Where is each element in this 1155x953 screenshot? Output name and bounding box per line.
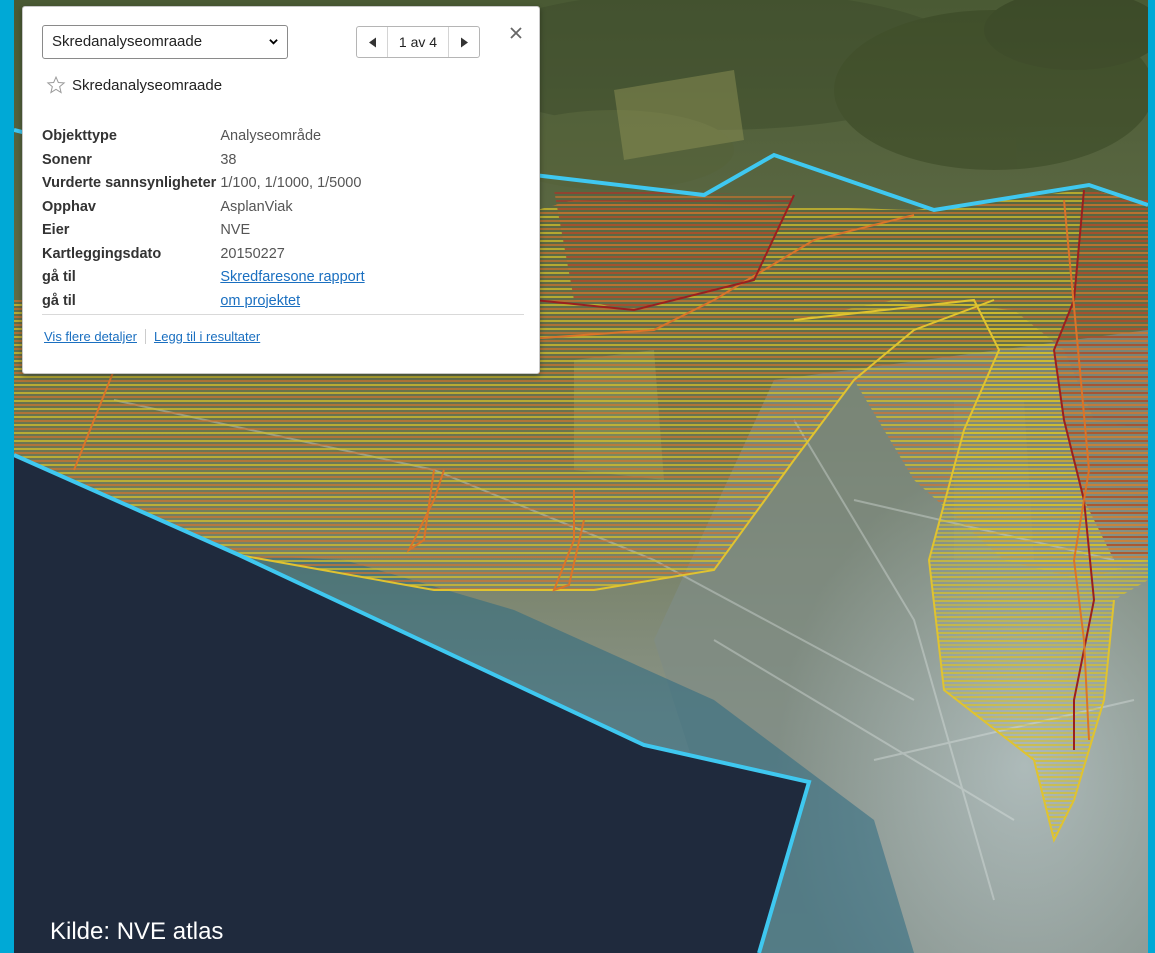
- add-to-results-link[interactable]: Legg til i resultater: [153, 329, 261, 344]
- map-canvas[interactable]: Kilde: NVE atlas: [14, 0, 1148, 953]
- identify-popup: Skredanalyseomraade 1 av 4: [22, 6, 540, 374]
- attribute-key: Eier: [42, 222, 70, 239]
- attribute-value: NVE: [220, 222, 251, 239]
- hazard-zone-town[interactable]: [794, 300, 1148, 840]
- fjord-water: [14, 455, 809, 953]
- attribute-value: 38: [220, 151, 237, 168]
- popup-footer: Vis flere detaljer Legg til i resultater: [44, 329, 260, 344]
- popup-title-row: Skredanalyseomraade: [46, 75, 222, 95]
- star-outline-icon[interactable]: [46, 75, 66, 95]
- attribute-value: 20150227: [220, 245, 285, 262]
- chevron-down-icon: [269, 39, 278, 45]
- attribute-row: Sonenr 38: [40, 149, 369, 173]
- analysis-boundary-south[interactable]: [14, 453, 812, 953]
- attribute-value: AsplanViak: [220, 198, 293, 215]
- more-details-link[interactable]: Vis flere detaljer: [44, 329, 137, 344]
- attribute-key: Kartleggingsdato: [42, 245, 162, 262]
- attribute-row: gå til Skredfaresone rapport: [40, 266, 369, 290]
- popup-title: Skredanalyseomraade: [72, 76, 223, 94]
- close-button[interactable]: [506, 23, 526, 43]
- attribute-row: Eier NVE: [40, 219, 369, 243]
- pager-prev-button[interactable]: [357, 27, 387, 57]
- attribute-table: Objekttype Analyseområde Sonenr 38 Vurde…: [40, 125, 369, 313]
- pager-count: 1 av 4: [387, 27, 449, 57]
- attribute-row: Vurderte sannsynligheter 1/100, 1/1000, …: [40, 172, 369, 196]
- attribute-key: Objekttype: [42, 128, 117, 145]
- layer-select-value: Skredanalyseomraade: [52, 33, 203, 50]
- hazard-zone-upper[interactable]: [554, 190, 794, 310]
- triangle-right-icon: [460, 37, 468, 47]
- attribute-value: Analyseområde: [220, 128, 322, 145]
- layer-select[interactable]: Skredanalyseomraade: [42, 25, 288, 59]
- attribute-value: Skredfaresone rapport: [218, 266, 368, 290]
- attribute-row: Opphav AsplanViak: [40, 196, 369, 220]
- attribute-key: gå til: [42, 292, 76, 309]
- attribute-key: Sonenr: [42, 151, 92, 168]
- footer-separator: [144, 329, 146, 344]
- popup-divider: [42, 314, 524, 315]
- pager-next-button[interactable]: [449, 27, 479, 57]
- triangle-left-icon: [368, 37, 376, 47]
- hazard-zone-river[interactable]: [1054, 190, 1148, 560]
- project-link[interactable]: om projektet: [220, 292, 301, 309]
- attribute-key: Vurderte sannsynligheter: [42, 175, 217, 192]
- map-svg[interactable]: [14, 0, 1148, 953]
- report-link[interactable]: Skredfaresone rapport: [220, 269, 365, 286]
- shallow-water: [239, 555, 914, 953]
- result-pager: 1 av 4: [356, 26, 480, 58]
- attribute-value: 1/100, 1/1000, 1/5000: [220, 175, 362, 192]
- attribute-row: gå til om projektet: [40, 290, 369, 314]
- attribute-row: Objekttype Analyseområde: [40, 125, 369, 149]
- attribute-key: Opphav: [42, 198, 96, 215]
- attribute-row: Kartleggingsdato 20150227: [40, 243, 369, 267]
- attribute-value: om projektet: [218, 290, 368, 314]
- forest-texture: [454, 0, 1148, 190]
- source-label: Kilde: NVE atlas: [50, 918, 224, 945]
- attribute-key: gå til: [42, 269, 76, 286]
- close-icon: [510, 27, 522, 39]
